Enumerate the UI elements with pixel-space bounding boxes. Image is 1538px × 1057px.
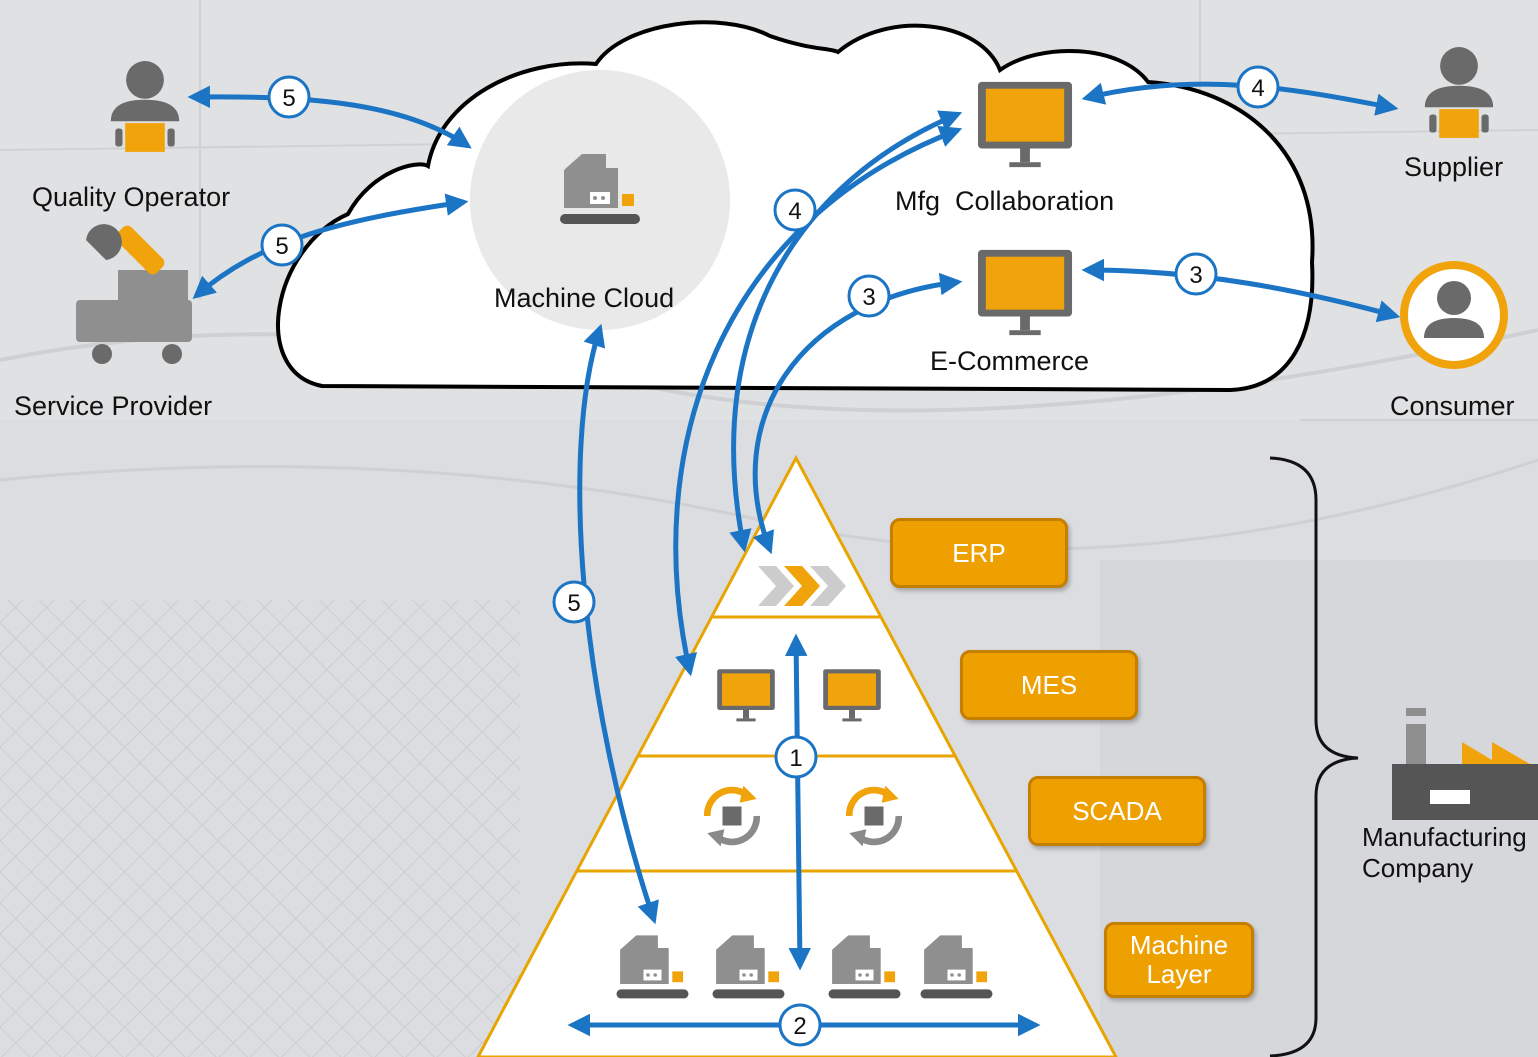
flow-marker-4: 4 [773, 188, 817, 232]
erp-layer-tag: ERP [890, 518, 1068, 588]
svg-text:3: 3 [862, 284, 875, 311]
machine-cloud-label: Machine Cloud [494, 283, 675, 313]
flow-marker-1: 1 [774, 735, 818, 779]
wrench-truck-icon [76, 224, 192, 364]
svg-text:1: 1 [789, 745, 802, 772]
service-provider-label: Service Provider [14, 391, 213, 421]
svg-text:5: 5 [282, 85, 295, 112]
quality-operator-icon [110, 61, 180, 152]
flow-marker-4: 4 [1236, 65, 1280, 109]
svg-text:2: 2 [793, 1013, 806, 1040]
flow-marker-2: 2 [778, 1003, 822, 1047]
company-bracket [1269, 456, 1359, 1057]
supplier-icon [1424, 47, 1494, 138]
machine-layer-tag: Machine Layer [1104, 922, 1254, 998]
quality-operator-label: Quality Operator [32, 182, 231, 212]
svg-text:4: 4 [788, 198, 801, 225]
scada-layer-tag: SCADA [1028, 776, 1206, 846]
mfg-collaboration-label: Mfg Collaboration [895, 186, 1115, 216]
consumer-icon [1400, 261, 1508, 369]
arrow-flow-5-quality [187, 85, 472, 149]
svg-text:5: 5 [567, 590, 580, 617]
svg-text:4: 4 [1251, 75, 1264, 102]
flow-marker-3: 3 [847, 274, 891, 318]
arrow-flow-5-service [192, 193, 469, 299]
e-commerce-label: E-Commerce [930, 346, 1090, 376]
svg-text:3: 3 [1189, 262, 1202, 289]
manufacturing-company-label: Manufacturing Company [1362, 822, 1527, 884]
flow-marker-5: 5 [267, 75, 311, 119]
svg-text:5: 5 [275, 233, 288, 260]
arrow-flow-1 [784, 633, 812, 971]
arrow-flow-4-mes [673, 125, 963, 677]
flow-marker-5: 5 [260, 223, 304, 267]
mes-layer-tag: MES [960, 650, 1138, 720]
supplier-label: Supplier [1404, 152, 1504, 182]
flow-marker-3: 3 [1174, 252, 1218, 296]
consumer-label: Consumer [1390, 391, 1515, 421]
arrow-flow-3-consumer [1081, 258, 1401, 323]
arrow-flow-3-erp [752, 272, 963, 555]
factory-icon [1392, 708, 1538, 820]
flow-marker-5: 5 [552, 580, 596, 624]
